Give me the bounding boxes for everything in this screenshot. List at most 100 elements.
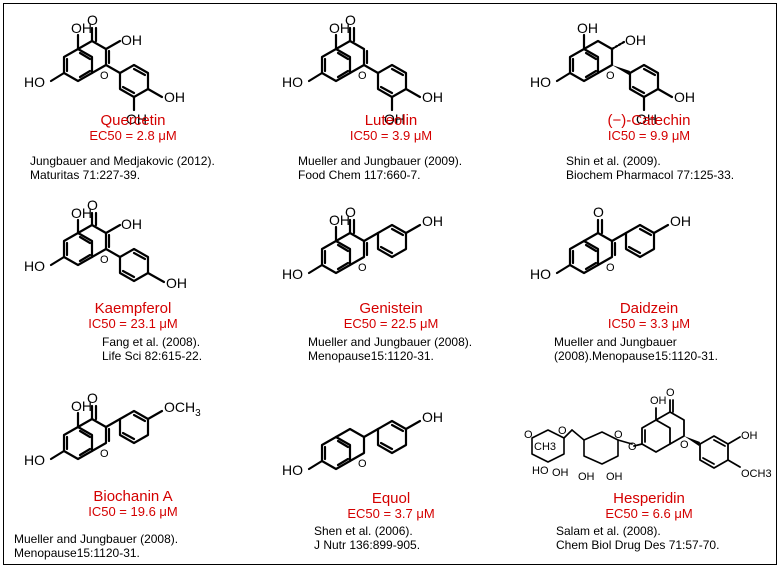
reference-line-2: J Nutr 136:899-905.: [314, 538, 421, 552]
luteolin-structure: OH O HO OH OH O: [282, 12, 443, 127]
label-oh: OH: [329, 20, 350, 36]
label-oh: OH: [164, 89, 185, 105]
activity-value: EC50 = 2.8 μM: [89, 128, 177, 143]
label-o: O: [558, 425, 567, 437]
compound-name: Biochanin A: [93, 488, 173, 505]
equol-structure: HO OH O: [282, 409, 443, 478]
reference: Mueller and Jungbauer (2009). Food Chem …: [298, 154, 462, 182]
label-ho: HO: [24, 258, 45, 274]
reference-line-1: Shin et al. (2009).: [566, 154, 661, 168]
activity-value: EC50 = 22.5 μM: [343, 316, 439, 331]
label-oh: OH: [422, 89, 443, 105]
activity-value: EC50 = 6.6 μM: [605, 506, 693, 521]
compound-cell-genistein: OH O HO OH O Genistein EC50 = 22.5 μM Mu…: [262, 196, 520, 383]
label-oh: OH: [674, 89, 695, 105]
activity-value: IC50 = 3.3 μM: [607, 316, 691, 331]
compound-name: Daidzein: [619, 300, 679, 317]
label-o: O: [680, 439, 689, 451]
label-ho: HO: [532, 465, 549, 477]
label-oh: OH: [329, 212, 350, 228]
label-o: O: [100, 254, 109, 266]
compound-cell-luteolin: OH O HO OH OH O Luteolin IC50 = 3.9 μM M…: [262, 4, 520, 191]
reference-line-2: Life Sci 82:615-22.: [102, 349, 203, 363]
reference-line-2: Maturitas 71:227-39.: [30, 168, 141, 182]
reference-line-1: Mueller and Jungbauer (2008).: [308, 335, 473, 349]
activity-value: IC50 = 23.1 μM: [88, 316, 178, 331]
reference: Shin et al. (2009). Biochem Pharmacol 77…: [566, 154, 734, 182]
reference: Salam et al. (2008). Chem Biol Drug Des …: [556, 524, 719, 552]
label-o: O: [606, 70, 615, 82]
label-oh: OH: [650, 395, 667, 407]
reference-line-1: Mueller and Jungbauer: [554, 335, 677, 349]
compound-name: Equol: [371, 490, 411, 507]
compound-cell-equol: HO OH O Equol EC50 = 3.7 μM Shen et al. …: [262, 382, 520, 569]
compound-name: Luteolin: [364, 112, 418, 129]
label-o: O: [87, 390, 98, 406]
reference: Mueller and Jungbauer (2008). Menopause1…: [14, 532, 178, 560]
label-o: O: [524, 429, 533, 441]
label-oh: OH: [126, 111, 147, 127]
label-o: O: [100, 70, 109, 82]
reference-line-2: Biochem Pharmacol 77:125-33.: [566, 168, 735, 182]
label-ho: HO: [24, 74, 45, 90]
compound-name: (−)-Catechin: [607, 112, 691, 129]
compound-cell-kaempferol: OH O OH HO OH O Kaempferol IC50 = 23.1 μ…: [4, 196, 262, 383]
label-och3: OCH3: [164, 399, 201, 419]
label-oh: OH: [578, 471, 595, 483]
reference-line-2: Menopause15:1120-31.: [308, 349, 434, 363]
label-oh: OH: [166, 275, 187, 291]
reference-line-2: (2008).Menopause15:1120-31.: [554, 349, 718, 363]
reference-line-2: Food Chem 117:660-7.: [298, 168, 421, 182]
biochanin-a-structure: OH O HO OCH3 O: [24, 390, 201, 468]
activity-value: IC50 = 3.9 μM: [349, 128, 433, 143]
label-oh: OH: [552, 467, 569, 479]
reference: Mueller and Jungbauer (2008). Menopause1…: [308, 335, 472, 363]
compound-cell-daidzein: O HO OH O Daidzein IC50 = 3.3 μM Mueller…: [520, 196, 778, 383]
label-oh: OH: [625, 32, 646, 48]
reference-line-1: Jungbauer and Medjakovic (2012).: [30, 154, 215, 168]
reference: Jungbauer and Medjakovic (2012). Maturit…: [30, 154, 215, 182]
label-o: O: [593, 204, 604, 220]
reference: Mueller and Jungbauer (2008).Menopause15…: [554, 335, 718, 363]
genistein-structure: OH O HO OH O: [282, 204, 443, 282]
label-ho: HO: [282, 266, 303, 282]
compound-name: Quercetin: [100, 112, 166, 129]
label-ho: HO: [24, 452, 45, 468]
label-och3: OCH3: [741, 468, 772, 480]
label-oh: OH: [422, 409, 443, 425]
hesperidin-structure: O CH3 HO OH O OH OH O O OH O O OH OCH3: [524, 387, 772, 483]
compound-cell-quercetin: OH O OH HO OH OH O Quercetin EC50 = 2.8 …: [4, 4, 262, 191]
label-ch3: CH3: [534, 441, 556, 453]
label-ho: HO: [530, 74, 551, 90]
catechin-structure: OH OH HO OH OH O: [530, 20, 695, 127]
reference-line-1: Salam et al. (2008).: [556, 524, 661, 538]
compound-cell-biochanin-a: OH O HO OCH3 O Biochanin A IC50 = 19.6 μ…: [4, 382, 262, 569]
reference: Fang et al. (2008). Life Sci 82:615-22.: [102, 335, 202, 363]
kaempferol-structure: OH O OH HO OH O: [24, 197, 187, 291]
label-o: O: [100, 448, 109, 460]
compound-cell-catechin: OH OH HO OH OH O (−)-Catechin IC50 = 9.9…: [520, 4, 778, 191]
label-oh: OH: [71, 20, 92, 36]
compound-name: Hesperidin: [613, 490, 685, 507]
activity-value: EC50 = 3.7 μM: [347, 506, 435, 521]
label-oh: OH: [636, 111, 657, 127]
reference-line-2: Menopause15:1120-31.: [14, 546, 140, 560]
figure-frame: OH O OH HO OH OH O Quercetin EC50 = 2.8 …: [3, 3, 777, 565]
label-o: O: [345, 204, 356, 220]
label-o: O: [358, 458, 367, 470]
label-oh: OH: [670, 213, 691, 229]
label-oh: OH: [121, 216, 142, 232]
label-oh: OH: [422, 213, 443, 229]
reference-line-2: Chem Biol Drug Des 71:57-70.: [556, 538, 720, 552]
label-oh: OH: [741, 430, 758, 442]
label-ho: HO: [282, 74, 303, 90]
label-o: O: [606, 262, 615, 274]
label-oh: OH: [121, 32, 142, 48]
quercetin-structure: OH O OH HO OH OH O: [24, 12, 185, 127]
label-oh: OH: [71, 205, 92, 221]
activity-value: IC50 = 9.9 μM: [607, 128, 691, 143]
reference-line-1: Fang et al. (2008).: [102, 335, 201, 349]
reference-line-1: Mueller and Jungbauer (2009).: [298, 154, 463, 168]
reference: Shen et al. (2006). J Nutr 136:899-905.: [314, 524, 420, 552]
label-o: O: [87, 197, 98, 213]
